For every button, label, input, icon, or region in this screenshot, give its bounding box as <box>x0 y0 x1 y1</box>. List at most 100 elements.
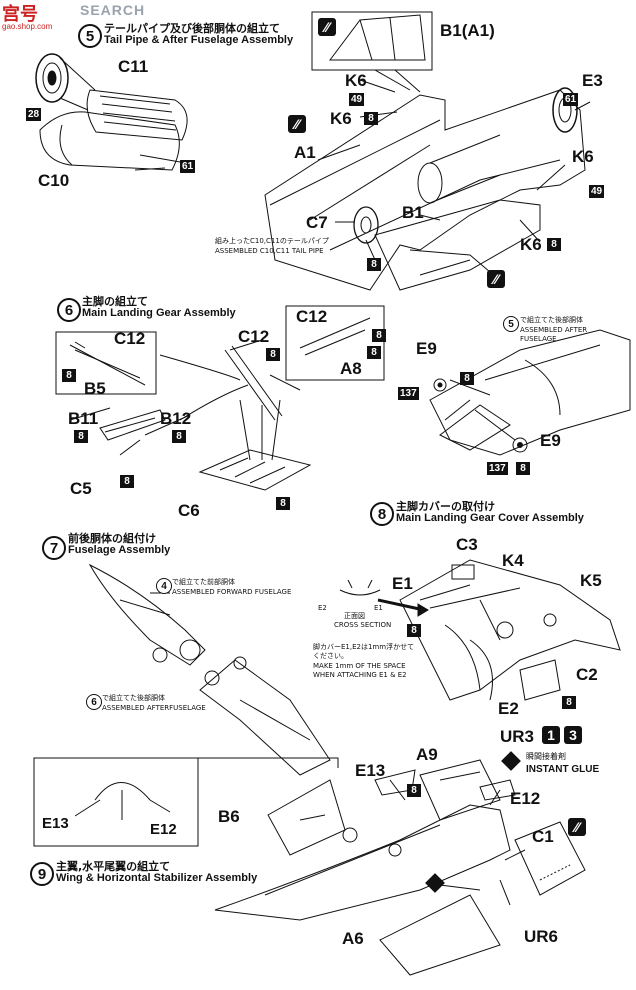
section-en: CROSS SECTION <box>334 621 392 629</box>
ur3-mark-1: 1 <box>542 726 560 744</box>
label-k6-top: K6 <box>345 71 367 90</box>
watermark-red-chars: 宫号 <box>2 4 38 25</box>
label-b11: B11 <box>68 409 99 428</box>
step7-title-jp: 前後胴体の組付け <box>68 532 156 545</box>
step8-note-jp1: 脚カバーE1,E2は1mm浮かせて <box>313 643 415 651</box>
label-a1: A1 <box>294 143 316 162</box>
paint-code-8-c2: 8 <box>562 696 576 709</box>
stripe-mark-icon: ⁄⁄ <box>318 18 336 36</box>
label-c3: C3 <box>456 535 478 554</box>
label-b12: B12 <box>160 409 192 428</box>
label-ur6: UR6 <box>524 927 559 946</box>
step9-number: 9 <box>30 862 54 886</box>
label-c10: C10 <box>38 171 70 190</box>
paint-code-8-e9-top: 8 <box>460 372 474 385</box>
step7-title-en: Fuselage Assembly <box>68 544 171 556</box>
step9-title-en: Wing & Horizontal Stabilizer Assembly <box>56 872 258 884</box>
paint-code-8-b12: 8 <box>172 430 186 443</box>
label-a6: A6 <box>342 929 364 948</box>
paint-code-8-box-left: 8 <box>62 369 76 382</box>
label-e9-bottom: E9 <box>540 431 561 450</box>
label-k6-mid: K6 <box>330 109 352 128</box>
step5-title-jp: テールパイプ及び後部胴体の組立て <box>104 22 280 35</box>
label-c12-box: C12 <box>114 329 146 348</box>
step5-number: 5 <box>78 24 102 48</box>
step8-number: 8 <box>370 502 394 526</box>
label-c7: C7 <box>306 213 328 232</box>
label-b1: B1 <box>402 203 424 222</box>
paint-code-28: 28 <box>26 108 42 121</box>
step7-number: 7 <box>42 536 66 560</box>
paint-code-8-c5: 8 <box>120 475 134 488</box>
step7-ref4-en: ASSEMBLED FORWARD FUSELAGE <box>172 588 292 596</box>
step8-ref-en1: ASSEMBLED AFTER <box>520 326 588 334</box>
stripe-mark-icon: ⁄⁄ <box>487 270 505 288</box>
label-c1: C1 <box>532 827 554 846</box>
glue-jp: 瞬間接着剤 <box>526 752 566 761</box>
paint-code-8-c7: 8 <box>367 258 381 271</box>
label-e12: E12 <box>510 789 541 808</box>
watermark-brand: SEARCH <box>80 2 146 18</box>
label-a9: A9 <box>416 745 438 764</box>
paint-code-137-bottom: 137 <box>487 462 508 475</box>
ur3-mark-3: 3 <box>564 726 582 744</box>
label-c11: C11 <box>118 57 149 76</box>
section-label-e2: E2 <box>318 604 327 612</box>
step8-note-en2: WHEN ATTACHING E1 & E2 <box>313 671 407 679</box>
stripe-mark-icon: ⁄⁄ <box>288 115 306 133</box>
step8-ref-step: 5 <box>503 316 519 332</box>
label-c12-right: C12 <box>296 307 328 326</box>
label-e9-top: E9 <box>416 339 437 358</box>
paint-code-8-k6-bottom: 8 <box>547 238 561 251</box>
glue-en: INSTANT GLUE <box>526 764 600 775</box>
paint-code-8-k6-mid: 8 <box>364 112 378 125</box>
step8-title-jp: 主脚カバーの取付け <box>396 500 495 513</box>
label-c6: C6 <box>178 501 200 520</box>
paint-code-8-a8: 8 <box>367 346 381 359</box>
box-label-e12: E12 <box>150 821 177 838</box>
label-b6: B6 <box>218 807 240 826</box>
step8-note-en1: MAKE 1mm OF THE SPACE <box>313 662 406 670</box>
step9-title-jp: 主翼,水平尾翼の組立て <box>56 860 171 873</box>
paint-code-49-top: 49 <box>349 93 365 106</box>
label-a8: A8 <box>340 359 362 378</box>
paint-code-8-c12-right: 8 <box>372 329 386 342</box>
step5-note-en: ASSEMBLED C10,C11 TAIL PIPE <box>215 247 324 255</box>
step5-note-jp: 組み上ったC10,C11のテールパイプ <box>215 237 329 245</box>
label-c5: C5 <box>70 479 92 498</box>
label-e1: E1 <box>392 574 413 593</box>
step8-note-jp2: ください。 <box>313 652 348 660</box>
paint-code-8-e9-bottom: 8 <box>516 462 530 475</box>
paint-code-8-c6: 8 <box>276 497 290 510</box>
paint-code-8-c12-center: 8 <box>266 348 280 361</box>
step8-ref-en2: FUSELAGE <box>520 335 557 343</box>
paint-code-8-b11: 8 <box>74 430 88 443</box>
watermark-url: gao.shop.com <box>2 22 53 31</box>
step7-ref4-jp: で組立てた前部胴体 <box>172 578 235 586</box>
box-label-e13: E13 <box>42 815 69 832</box>
step7-ref6-jp: で組立てた後部胴体 <box>102 694 165 702</box>
step7-ref6-en: ASSEMBLED AFTERFUSELAGE <box>102 704 206 712</box>
label-c12-center: C12 <box>238 327 270 346</box>
label-e3: E3 <box>582 71 603 90</box>
paint-code-61-left: 61 <box>180 160 196 173</box>
section-jp: 正面図 <box>344 612 365 620</box>
step6-number: 6 <box>57 298 81 322</box>
step7-ref6-step: 6 <box>86 694 102 710</box>
label-c2: C2 <box>576 665 598 684</box>
step6-title-jp: 主脚の組立て <box>82 295 148 308</box>
label-k5: K5 <box>580 571 602 590</box>
paint-code-8-a9: 8 <box>407 784 421 797</box>
paint-code-8-e1: 8 <box>407 624 421 637</box>
step5-title-en: Tail Pipe & After Fuselage Assembly <box>104 34 294 46</box>
label-b1a1: B1(A1) <box>440 21 495 40</box>
step8-title-en: Main Landing Gear Cover Assembly <box>396 512 584 524</box>
label-b5: B5 <box>84 379 106 398</box>
paint-code-49-right: 49 <box>589 185 605 198</box>
step6-title-en: Main Landing Gear Assembly <box>82 307 236 319</box>
label-ur3: UR3 <box>500 727 535 746</box>
label-e2: E2 <box>498 699 519 718</box>
stripe-mark-icon: ⁄⁄ <box>568 818 586 836</box>
